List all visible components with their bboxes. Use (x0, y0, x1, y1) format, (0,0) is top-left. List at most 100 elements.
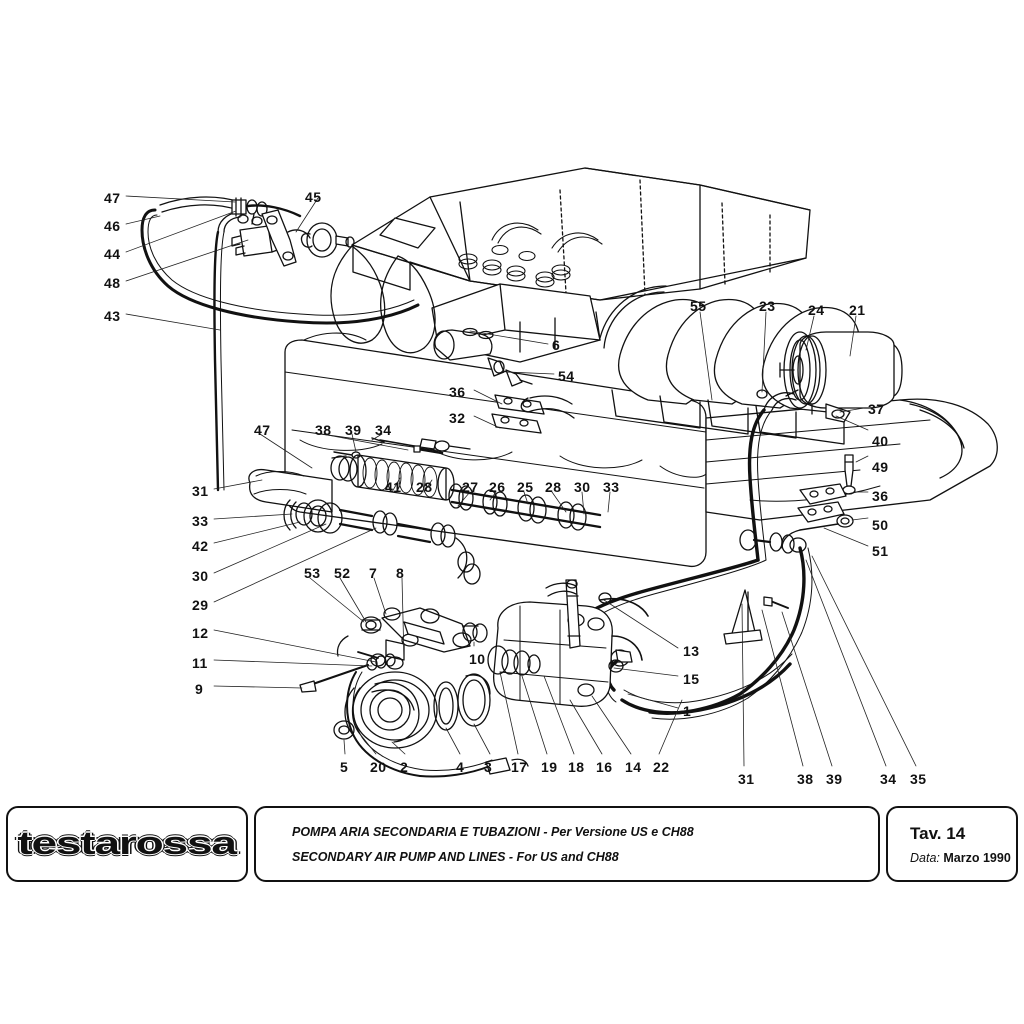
callout-36: 36 (872, 488, 889, 504)
date-label: Data: (910, 850, 940, 865)
callout-23: 23 (759, 298, 776, 314)
date-value: Marzo 1990 (943, 850, 1011, 865)
callout-13: 13 (683, 643, 700, 659)
air-pump-body (487, 579, 613, 707)
callout-7: 7 (369, 565, 378, 581)
table-number: 14 (946, 823, 966, 843)
callout-16: 16 (596, 759, 613, 775)
callout-36: 36 (449, 384, 466, 400)
callout-38: 38 (797, 771, 814, 787)
callout-35: 35 (910, 771, 927, 787)
callout-41: 41 (385, 479, 402, 495)
callout-27: 27 (462, 479, 479, 495)
callout-24: 24 (808, 302, 825, 318)
callout-50: 50 (872, 517, 889, 533)
title-block: testarossa POMPA ARIA SECONDARIA E TUBAZ… (6, 806, 1018, 882)
callout-22: 22 (653, 759, 670, 775)
table-label: Tav. (910, 823, 942, 843)
engine-block-body (284, 339, 707, 568)
callout-12: 12 (192, 625, 209, 641)
air-valve-assembly (231, 209, 355, 267)
air-distribution-pipe (330, 454, 602, 531)
pulley-spacers (333, 673, 491, 740)
callout-20: 20 (370, 759, 387, 775)
callout-39: 39 (826, 771, 843, 787)
callout-45: 45 (305, 189, 322, 205)
sheet-title-cell: POMPA ARIA SECONDARIA E TUBAZIONI - Per … (254, 806, 880, 882)
callout-18: 18 (568, 759, 585, 775)
callout-38: 38 (315, 422, 332, 438)
callout-5: 5 (340, 759, 349, 775)
fastener-group-top (333, 437, 444, 459)
intake-plenum-cover (351, 167, 811, 301)
callout-14: 14 (625, 759, 642, 775)
bracket-bolt-washers (299, 653, 396, 693)
table-number-cell: Tav. 14 Data: Marzo 1990 (886, 806, 1018, 882)
left-air-hoses (140, 196, 420, 492)
callout-21: 21 (849, 302, 866, 318)
callout-40: 40 (872, 433, 889, 449)
callout-48: 48 (104, 275, 121, 291)
callout-39: 39 (345, 422, 362, 438)
exhaust-stub (520, 395, 575, 419)
callout-47: 47 (254, 422, 271, 438)
callout-28: 28 (545, 479, 562, 495)
callout-9: 9 (195, 681, 204, 697)
pump-mount-bracket (336, 607, 472, 670)
callout-32: 32 (449, 410, 466, 426)
date-line: Data: Marzo 1990 (910, 851, 1016, 865)
drive-belt (346, 671, 529, 778)
callout-52: 52 (334, 565, 351, 581)
callout-30: 30 (192, 568, 209, 584)
callout-10: 10 (469, 651, 486, 667)
spacer-10 (462, 622, 488, 643)
callout-34: 34 (880, 771, 897, 787)
callout-29: 29 (192, 597, 209, 613)
callout-28: 28 (416, 479, 433, 495)
callout-31: 31 (192, 483, 209, 499)
callout-33: 33 (603, 479, 620, 495)
callout-53: 53 (304, 565, 321, 581)
pump-support-arm (598, 592, 649, 673)
callout-2: 2 (400, 759, 409, 775)
left-air-rail (248, 468, 481, 585)
callout-8: 8 (396, 565, 405, 581)
callout-1: 1 (683, 703, 692, 719)
callout-54: 54 (558, 368, 575, 384)
callout-17: 17 (511, 759, 528, 775)
callout-15: 15 (683, 671, 700, 687)
plug-boss-group (458, 222, 603, 288)
callout-33: 33 (192, 513, 209, 529)
callout-43: 43 (104, 308, 121, 324)
pump-pulley (344, 671, 438, 749)
callout-11: 11 (192, 655, 208, 671)
callout-44: 44 (104, 246, 121, 262)
callout-51: 51 (872, 543, 889, 559)
callout-4: 4 (456, 759, 465, 775)
title-english: SECONDARY AIR PUMP AND LINES - For US an… (292, 849, 619, 864)
callout-46: 46 (104, 218, 121, 234)
callout-6: 6 (552, 337, 561, 353)
testarossa-logo: testarossa (17, 825, 238, 862)
callout-42: 42 (192, 538, 209, 554)
center-flange-brackets (379, 394, 545, 452)
callout-34: 34 (375, 422, 392, 438)
callout-37: 37 (868, 401, 885, 417)
support-cone (723, 589, 789, 645)
callout-55: 55 (690, 298, 707, 314)
callout-31: 31 (738, 771, 755, 787)
callout-3: 3 (484, 759, 493, 775)
check-valve-fitting (433, 327, 533, 387)
callout-26: 26 (489, 479, 506, 495)
callout-47: 47 (104, 190, 121, 206)
model-logo-cell: testarossa (6, 806, 248, 882)
intake-manifold-runners (599, 285, 861, 445)
callout-19: 19 (541, 759, 558, 775)
table-number-line: Tav. 14 (910, 824, 1016, 844)
callout-49: 49 (872, 459, 889, 475)
title-italian: POMPA ARIA SECONDARIA E TUBAZIONI - Per … (292, 824, 694, 839)
callout-30: 30 (574, 479, 591, 495)
air-filter-canister (779, 331, 903, 423)
